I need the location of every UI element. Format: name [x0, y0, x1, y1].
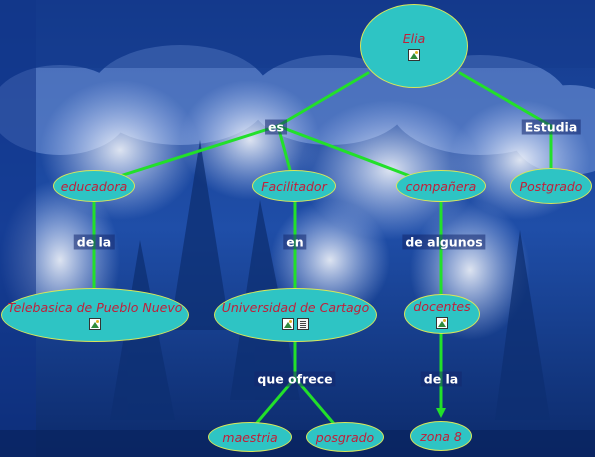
linking-phrase-que-ofrece: que ofrece: [254, 371, 336, 387]
node-maestria[interactable]: maestria: [208, 422, 292, 452]
node-maestria-label: maestria: [222, 429, 278, 445]
image-icon[interactable]: [436, 317, 448, 329]
node-docentes[interactable]: docentes: [404, 294, 480, 334]
node-companera[interactable]: compañera: [396, 170, 486, 202]
node-educadora-label: educadora: [60, 178, 128, 194]
image-icon[interactable]: [89, 318, 101, 330]
node-universidad[interactable]: Universidad de Cartago: [214, 288, 377, 342]
linking-phrase-en: en: [283, 234, 307, 250]
linking-phrase-de-la: de la: [73, 234, 115, 250]
node-telebasica[interactable]: Telebasica de Pueblo Nuevo: [1, 288, 189, 342]
node-companera-label: compañera: [405, 178, 477, 194]
link-elia-estudia: [458, 71, 553, 128]
node-zona8[interactable]: zona 8: [410, 421, 472, 451]
node-facilitador[interactable]: Facilitador: [252, 170, 336, 202]
node-posgrado[interactable]: posgrado: [306, 422, 384, 452]
node-telebasica-label: Telebasica de Pueblo Nuevo: [7, 300, 183, 315]
linking-phrase-de-algunos: de algunos: [402, 234, 486, 250]
document-icon[interactable]: [297, 318, 309, 330]
linking-phrase-es: es: [265, 119, 287, 135]
node-educadora[interactable]: educadora: [53, 170, 135, 202]
link-es-educadora: [118, 124, 280, 178]
image-icon[interactable]: [408, 49, 420, 61]
node-zona8-label: zona 8: [420, 428, 462, 444]
node-docentes-label: docentes: [413, 299, 471, 314]
node-facilitador-label: Facilitador: [261, 178, 327, 194]
node-universidad-label: Universidad de Cartago: [221, 300, 370, 315]
node-elia-label: Elia: [402, 31, 426, 46]
node-posgrado-label: posgrado: [315, 429, 375, 445]
linking-phrase-estudia: Estudia: [521, 119, 581, 135]
linking-phrase-de-la-zona: de la: [420, 371, 462, 387]
image-icon[interactable]: [282, 318, 294, 330]
node-postgrado-label: Postgrado: [519, 178, 583, 194]
node-elia[interactable]: Elia: [360, 4, 468, 88]
link-es-companera: [276, 124, 412, 178]
link-elia-es: [276, 71, 370, 128]
node-postgrado[interactable]: Postgrado: [510, 168, 592, 204]
